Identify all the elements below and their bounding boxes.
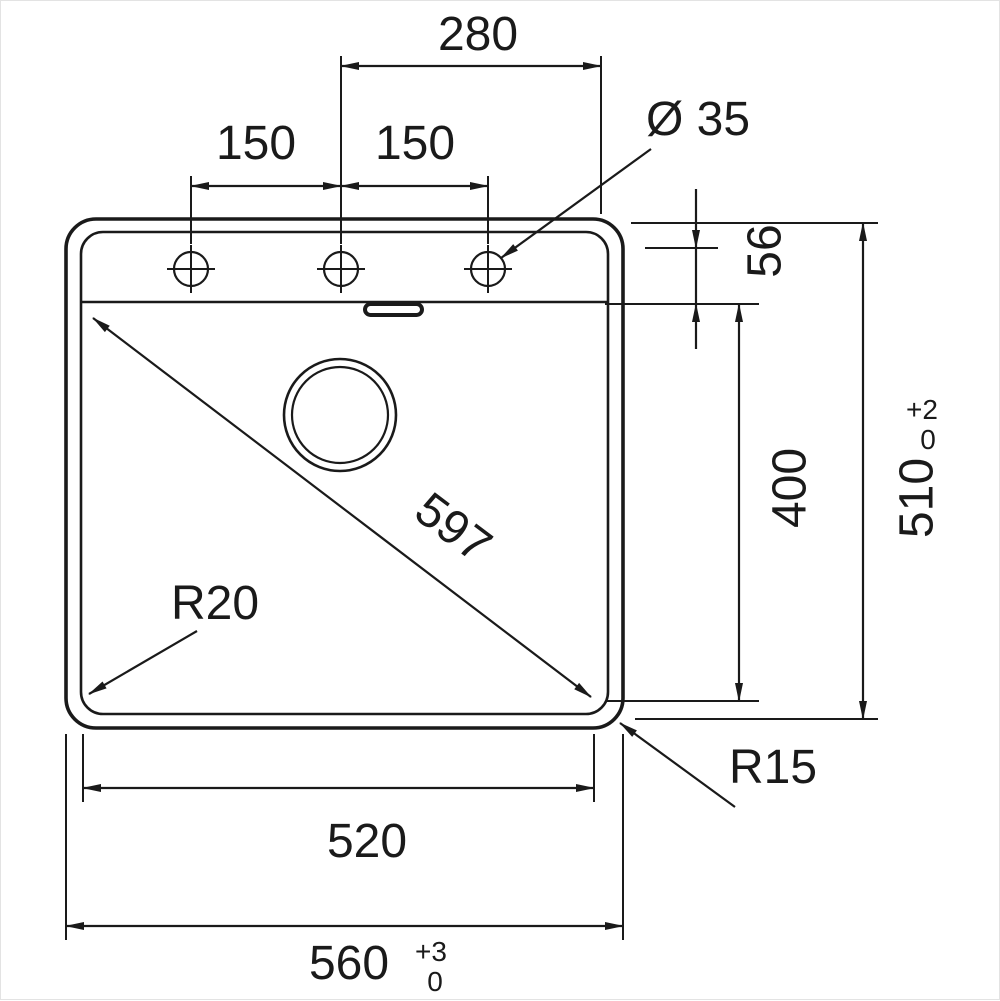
leader-line	[88, 630, 198, 695]
dim-tap-pitch: 150 150	[190, 117, 489, 244]
dim-tap-pitch-right-label: 150	[375, 117, 455, 170]
dim-overall-width: 560 +3 0	[65, 734, 624, 997]
dim-rim-to-bowl-label: 56	[739, 224, 792, 277]
dim-tap-hole-diameter: Ø 35	[500, 93, 750, 259]
dim-overall-depth-label: 510	[891, 458, 944, 538]
dim-outer-corner-radius-label: R15	[729, 741, 817, 794]
tap-hole-center	[317, 245, 365, 293]
tap-hole-right	[464, 245, 512, 293]
dim-overall-width-tol-upper: +3	[415, 936, 447, 967]
dim-overall-depth-tol-upper: +2	[906, 394, 938, 425]
dim-overall-width-label: 560	[309, 937, 389, 990]
dim-bowl-width-label: 520	[327, 815, 407, 868]
dim-tap-pitch-left-label: 150	[216, 117, 296, 170]
dim-bowl-depth: 400	[605, 303, 817, 702]
tap-hole-left	[167, 245, 215, 293]
leader-line	[619, 722, 736, 808]
dim-overall-depth-tol-lower: 0	[920, 424, 936, 455]
dim-tap-span: 280	[340, 8, 602, 244]
dim-bowl-corner-radius-label: R20	[171, 577, 259, 630]
drain	[282, 357, 398, 473]
dim-bowl-width: 520	[82, 734, 595, 868]
drain-outer-circle	[282, 357, 398, 473]
dim-tap-span-label: 280	[438, 8, 518, 61]
sink-rim-inner-edge	[79, 230, 610, 716]
leader-line	[500, 148, 652, 259]
dim-bowl-diagonal-label: 597	[405, 483, 501, 574]
dim-overall-width-tol-lower: 0	[427, 966, 443, 997]
dim-overall-depth: 510 +2 0	[631, 222, 944, 720]
dim-line	[92, 317, 592, 698]
overflow-slot	[363, 302, 424, 317]
drain-inner-circle	[290, 365, 390, 465]
dim-bowl-corner-radius: R20	[88, 577, 259, 695]
sink-outer-edge	[64, 217, 625, 730]
tap-holes	[167, 245, 512, 293]
dim-bowl-diagonal: 597	[92, 317, 592, 698]
dim-bowl-depth-label: 400	[764, 448, 817, 528]
dim-rim-to-bowl: 56	[605, 189, 792, 349]
sink-body	[64, 217, 625, 730]
dim-tap-hole-diameter-label: Ø 35	[646, 93, 750, 146]
dim-outer-corner-radius: R15	[619, 722, 817, 808]
